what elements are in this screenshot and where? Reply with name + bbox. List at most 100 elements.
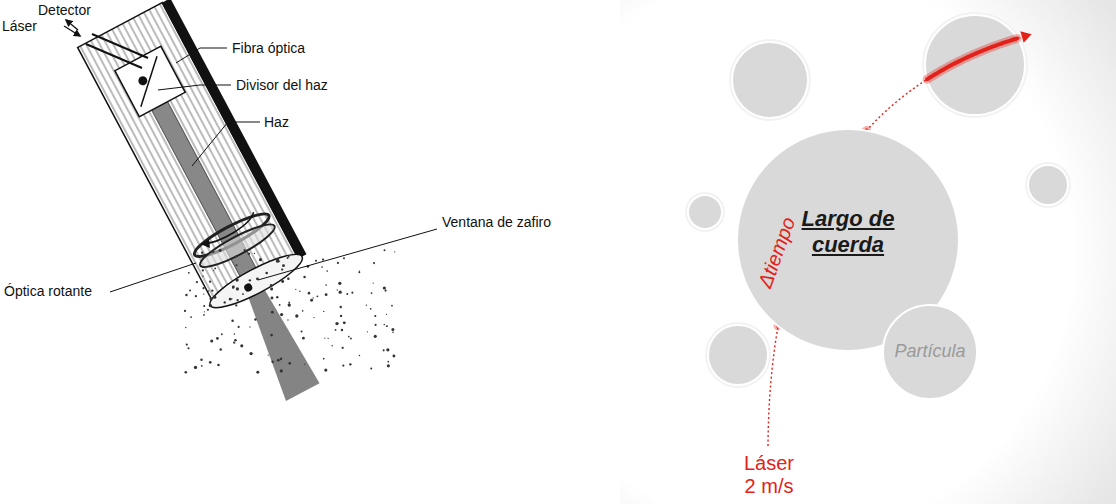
leader-line: [258, 229, 437, 280]
detector-fiber: [86, 44, 142, 68]
particle-dot: [322, 258, 324, 260]
particle-dot: [209, 361, 212, 364]
particle-dot: [386, 325, 388, 327]
particle-dot: [202, 269, 204, 271]
particle-dot: [231, 298, 232, 299]
particle-dot: [235, 304, 237, 306]
particle-dot: [387, 364, 390, 367]
particle-dot: [373, 282, 374, 283]
particle-dot: [209, 304, 212, 307]
particle-dot: [313, 317, 314, 318]
sapphire-window: [205, 246, 308, 316]
window-dot: [243, 282, 254, 293]
particle-dot: [236, 264, 238, 266]
particle-dot: [268, 354, 269, 355]
particle-dot: [214, 267, 216, 269]
leader-line: [192, 122, 260, 166]
detector-arrow: [66, 20, 78, 30]
particle-dot: [204, 311, 205, 312]
particle-dot: [287, 257, 289, 259]
particle-dot: [234, 333, 236, 335]
particle-dot: [254, 253, 255, 254]
particle-label: Partícula: [882, 341, 978, 363]
particle-dot: [325, 293, 328, 296]
particle-dot: [219, 348, 221, 350]
particle-dot: [288, 303, 291, 306]
particle-dot: [189, 289, 191, 291]
particle-dot: [249, 279, 251, 281]
particle-dot: [281, 268, 283, 270]
particle-dot: [335, 322, 338, 325]
particle-dot: [302, 310, 304, 312]
beam-splitter: [115, 46, 185, 116]
particle-dot: [233, 342, 235, 344]
particle-dot: [202, 287, 204, 289]
particle-dot: [374, 335, 377, 338]
particle-dot: [373, 262, 375, 264]
laser-label: Láser: [2, 18, 37, 34]
particle-circle: [925, 15, 1025, 115]
particle-dot: [279, 304, 281, 306]
particle-dot: [299, 291, 301, 293]
particle-dot: [392, 332, 394, 334]
leader-line: [158, 85, 231, 90]
particle-dot: [343, 321, 346, 324]
particle-dot: [375, 324, 377, 326]
chord-glow: [927, 38, 1017, 79]
particle-dot: [203, 314, 205, 316]
particle-dot: [213, 296, 216, 299]
particle-dot: [340, 306, 342, 308]
particle-dot: [302, 337, 305, 340]
particle-dot: [325, 284, 327, 286]
particle-dot: [212, 250, 215, 253]
laser-arrow: [64, 26, 80, 36]
particle-dot: [271, 296, 274, 299]
particle-dot: [200, 359, 202, 361]
particle-dot: [358, 271, 360, 273]
particle-dot: [367, 331, 368, 332]
particle-dot: [341, 329, 343, 331]
particle-dot: [202, 276, 203, 277]
particle-dot: [201, 365, 203, 367]
particle-dot: [385, 290, 387, 292]
leader-line: [176, 48, 227, 63]
particle-dot: [235, 278, 238, 281]
part-label: Ventana de zafiro: [442, 214, 551, 230]
particle-dot: [350, 338, 352, 340]
particle-dot: [295, 289, 296, 290]
particle-dot: [229, 298, 232, 301]
particle-node: Partícula: [882, 304, 978, 400]
particle-dot: [386, 314, 387, 315]
particle-dot: [287, 277, 290, 280]
particle-dot: [346, 293, 348, 295]
particle-dot: [270, 334, 273, 337]
particle-dot: [280, 313, 283, 316]
particle-dot: [216, 337, 219, 340]
particle-dot: [270, 288, 273, 291]
particle-dot: [249, 352, 252, 355]
particle-dot: [384, 324, 386, 326]
particle-dot: [184, 310, 186, 312]
particle-halo: [705, 322, 771, 388]
particle-dot: [281, 280, 284, 283]
particle-dot: [326, 270, 328, 272]
particle-dot: [236, 287, 239, 290]
detector-label: Detector: [38, 2, 91, 18]
particle-dot: [321, 266, 323, 268]
laser-speed-label: Láser 2 m/s: [738, 452, 800, 498]
particle-dot: [337, 289, 338, 290]
particle-halo: [1025, 162, 1071, 208]
particle-dot: [221, 333, 223, 335]
particle-dot: [340, 315, 342, 317]
particle-dot: [254, 318, 256, 320]
particle-dot: [236, 299, 238, 301]
particle-dot: [282, 264, 285, 267]
particle-halo: [729, 39, 811, 121]
particle-dot: [276, 296, 278, 298]
particle-dot: [391, 328, 394, 331]
particle-dot: [219, 249, 222, 252]
particle-dot: [323, 358, 325, 360]
particle-dot: [315, 260, 317, 262]
fbrm-probe: [74, 0, 363, 411]
particle-dot: [213, 270, 214, 271]
